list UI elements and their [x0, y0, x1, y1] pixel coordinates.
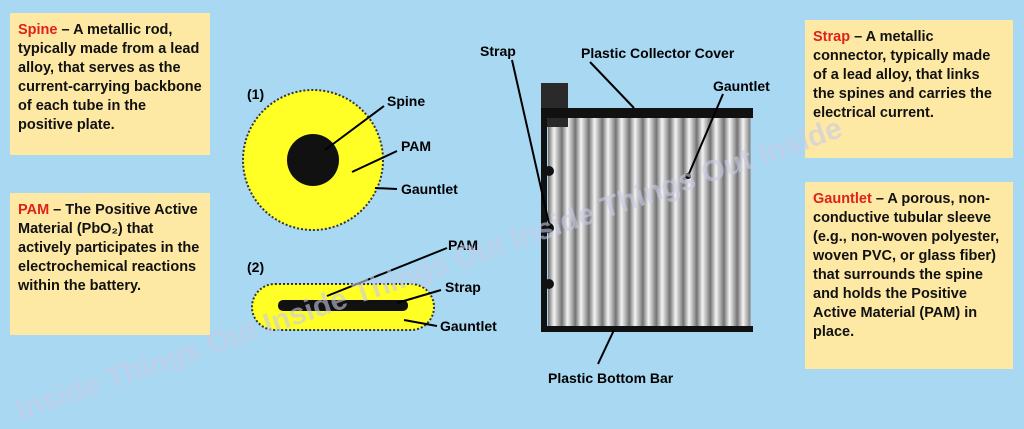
- bottom-bar: [541, 326, 753, 332]
- pam-description: – The Positive Active Material (PbO₂) th…: [18, 202, 200, 294]
- flat-tube-cross-section: (2) PAM Strap Gauntlet: [247, 237, 497, 334]
- strap-definition-card: Strap – A metallic connector, typically …: [805, 20, 1013, 158]
- flat-strap: [278, 300, 408, 311]
- gauntlet-tube: [669, 118, 683, 326]
- gauntlet-pointer-dot: [685, 173, 691, 179]
- gauntlet-tube: [642, 118, 656, 326]
- gauntlet-tube: [696, 118, 710, 326]
- gauntlet-tube: [656, 118, 670, 326]
- pam-term: PAM: [18, 202, 50, 218]
- frame-node-1: [544, 166, 554, 176]
- plate-strap-label: Strap: [480, 43, 516, 59]
- spine-label: Spine: [387, 93, 425, 109]
- gauntlet-label-2: Gauntlet: [440, 318, 497, 334]
- gauntlet-leader-line-2: [403, 319, 438, 327]
- spine-definition-card: Spine – A metallic rod, typically made f…: [10, 13, 210, 155]
- strap-label-2: Strap: [445, 279, 481, 295]
- gauntlet-leader-line: [374, 187, 398, 190]
- gauntlet-tube: [548, 118, 562, 326]
- gauntlet-tube: [575, 118, 589, 326]
- plate-cover-label: Plastic Collector Cover: [581, 45, 735, 61]
- gauntlet-tube: [629, 118, 643, 326]
- gauntlet-definition-card: Gauntlet – A porous, non-conductive tubu…: [805, 182, 1013, 369]
- pam-definition-card: PAM – The Positive Active Material (PbO₂…: [10, 193, 210, 335]
- spine-term: Spine: [18, 22, 58, 38]
- collector-cover-bar: [541, 108, 753, 118]
- gauntlet-label: Gauntlet: [401, 181, 458, 197]
- plate-bottom-label: Plastic Bottom Bar: [548, 370, 674, 386]
- plate-strap-leader: [511, 59, 551, 229]
- frame-node-3: [544, 279, 554, 289]
- gauntlet-tube: [737, 118, 751, 326]
- plate-gauntlet-leader: [687, 93, 724, 177]
- plate-frame-rod: [541, 108, 547, 332]
- strap-term: Strap: [813, 29, 851, 45]
- gauntlet-description: – A porous, non-conductive tubular sleev…: [813, 191, 1000, 340]
- gauntlet-term: Gauntlet: [813, 191, 872, 207]
- spine-leader-line: [324, 105, 385, 151]
- gauntlet-tube: [710, 118, 724, 326]
- gauntlet-tube: [588, 118, 602, 326]
- plate-gauntlet-label: Gauntlet: [713, 78, 770, 94]
- spine-circle: [287, 134, 339, 186]
- gauntlet-tube: [602, 118, 616, 326]
- plate-cover-leader: [589, 61, 635, 109]
- pam-leader-line-2: [326, 247, 448, 297]
- strap-leader-line-2: [396, 289, 442, 304]
- tube-array: [548, 118, 751, 326]
- spine-description: – A metallic rod, typically made from a …: [18, 22, 202, 133]
- pam-label: PAM: [401, 138, 431, 154]
- gauntlet-tube: [683, 118, 697, 326]
- gauntlet-tube: [723, 118, 737, 326]
- figure-2-number: (2): [247, 259, 264, 275]
- gauntlet-tube: [561, 118, 575, 326]
- tubular-plate: Strap Plastic Collector Cover Gauntlet P…: [480, 43, 770, 386]
- figure-1-number: (1): [247, 86, 264, 102]
- plate-bottom-leader: [597, 329, 615, 365]
- round-tube-cross-section: (1) Spine PAM Gauntlet: [242, 86, 458, 231]
- gauntlet-tube: [615, 118, 629, 326]
- pam-label-2: PAM: [448, 237, 478, 253]
- pam-leader-line: [351, 150, 398, 173]
- strap-description: – A metallic connector, typically made o…: [813, 29, 992, 121]
